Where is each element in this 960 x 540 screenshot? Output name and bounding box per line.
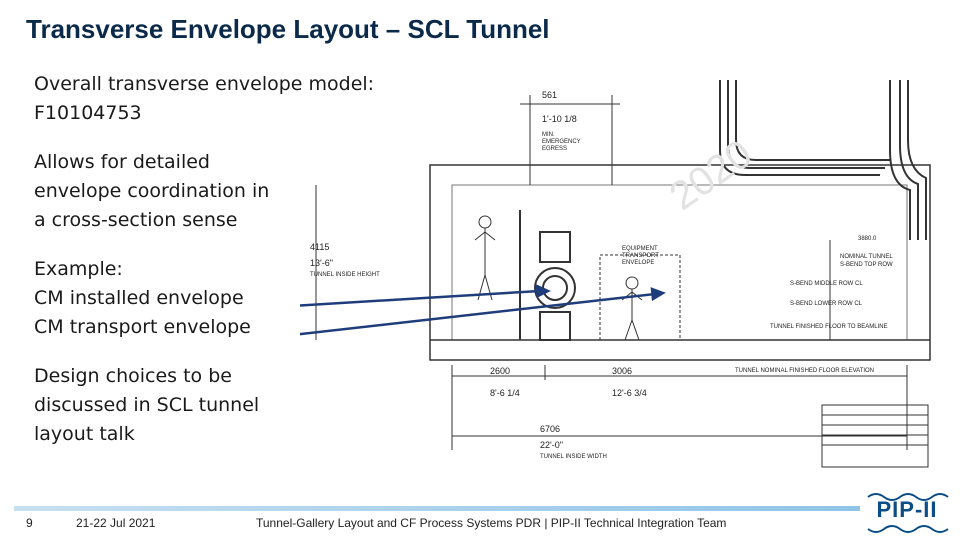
logo-text: PIP-II xyxy=(876,497,938,522)
drawing-note: TUNNEL INSIDE HEIGHT xyxy=(310,272,380,278)
drawing-note: TUNNEL NOMINAL FINISHED FLOOR ELEVATION xyxy=(735,368,874,374)
pip-ii-logo: PIP-II xyxy=(864,491,950,535)
cryomodule-stand xyxy=(539,311,571,341)
dim-label: 13'-6" xyxy=(310,258,333,268)
transport-envelope-outline xyxy=(599,254,681,341)
bullet-line: a cross-section sense xyxy=(34,209,238,231)
drawing-note: TRANSPORT xyxy=(622,253,659,259)
logo-wave-icon xyxy=(867,493,949,533)
bullet-line: CM installed envelope xyxy=(34,287,244,309)
dim-label: 12'-6 3/4 xyxy=(612,388,647,398)
bullet-overall-model: Overall transverse envelope model: F1010… xyxy=(34,70,394,128)
person-left-body xyxy=(474,228,496,301)
bullet-line: layout talk xyxy=(34,423,135,445)
dim-label: 8'-6 1/4 xyxy=(490,388,520,398)
dim-label: 2600 xyxy=(490,366,510,376)
drawing-note: S-BEND LOWER ROW CL xyxy=(790,301,863,307)
person-left-head xyxy=(478,215,492,229)
pipe-riser-2 xyxy=(899,80,919,240)
pipe-riser-1 xyxy=(889,80,911,240)
cryomodule-outer xyxy=(534,267,576,309)
drawing-note: EQUIPMENT xyxy=(622,246,658,252)
arrow-transport-head xyxy=(650,287,666,302)
pipe-run-2 xyxy=(727,80,885,169)
bullet-line: discussed in SCL tunnel xyxy=(34,394,260,416)
cryomodule-top-equipment xyxy=(539,231,571,263)
drawing-note: S-BEND MIDDLE ROW CL xyxy=(790,281,863,287)
bullet-line: Allows for detailed xyxy=(34,151,210,173)
bullet-line: Example: xyxy=(34,258,123,280)
arrow-installed-head xyxy=(535,283,551,298)
bullet-line: Design choices to be xyxy=(34,365,232,387)
pipe-run-1 xyxy=(719,80,880,176)
person-right-head xyxy=(625,276,639,290)
drawing-note: TUNNEL INSIDE WIDTH xyxy=(540,454,607,460)
bullet-list: Overall transverse envelope model: F1010… xyxy=(34,70,394,469)
drawing-note: NOMINAL TUNNEL xyxy=(840,254,893,260)
title-block xyxy=(821,404,929,468)
footer-bar xyxy=(14,506,860,511)
arrow-transport-envelope xyxy=(300,292,656,336)
drawing-note: TUNNEL FINISHED FLOOR TO BEAMLINE xyxy=(770,324,888,330)
tunnel-cross-section-drawing: 2020 561 1'-10 1/8 MIN. EMERGENCY EGRESS… xyxy=(300,80,931,468)
cryomodule-inner xyxy=(542,275,568,301)
bullet-line: F10104753 xyxy=(34,102,142,124)
drawing-note: EGRESS xyxy=(542,146,567,152)
drawing-note: ENVELOPE xyxy=(622,260,654,266)
drawing-note: S-BEND TOP ROW xyxy=(840,262,893,268)
bullet-line: CM transport envelope xyxy=(34,316,251,338)
drawing-note: EMERGENCY xyxy=(542,139,581,145)
drawing-note: MIN. xyxy=(542,132,555,138)
dim-label: 561 xyxy=(542,90,557,100)
dim-label: 6706 xyxy=(540,424,560,434)
footer-title: Tunnel-Gallery Layout and CF Process Sys… xyxy=(256,516,727,530)
dim-label: 22'-0" xyxy=(540,440,563,450)
slide-title: Transverse Envelope Layout – SCL Tunnel xyxy=(26,14,550,44)
bullet-line: envelope coordination in xyxy=(34,180,270,202)
tunnel-outline xyxy=(429,164,931,361)
pipe-riser-3 xyxy=(907,80,927,240)
bullet-detailed-envelope: Allows for detailed envelope coordinatio… xyxy=(34,148,394,235)
dim-label: 4115 xyxy=(310,242,329,252)
pipe-run-3 xyxy=(735,80,890,161)
bullet-example: Example: CM installed envelope CM transp… xyxy=(34,255,394,342)
page-number: 9 xyxy=(26,516,33,530)
drawing-note: 3880.0 xyxy=(858,236,877,242)
arrow-installed-envelope xyxy=(300,289,541,307)
bullet-line: Overall transverse envelope model: xyxy=(34,73,375,95)
drawing-watermark: 2020 xyxy=(662,132,760,219)
bullet-design-choices: Design choices to be discussed in SCL tu… xyxy=(34,362,394,449)
dim-label: 1'-10 1/8 xyxy=(542,114,577,124)
dim-label: 3006 xyxy=(612,366,632,376)
footer-date: 21-22 Jul 2021 xyxy=(76,516,156,530)
